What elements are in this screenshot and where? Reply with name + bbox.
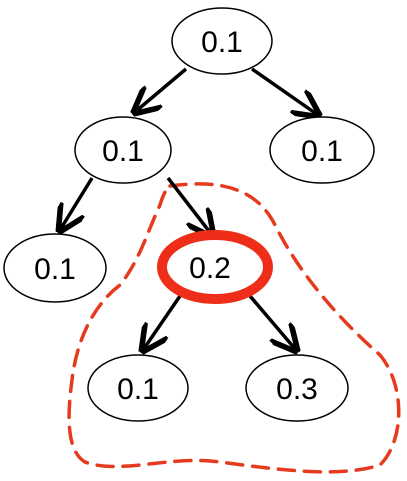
edge-root-left (135, 67, 188, 112)
node-ellipse (87, 354, 189, 422)
node-ellipse (3, 233, 107, 303)
subtree-dashed-outline (67, 182, 401, 474)
node-ellipse (269, 116, 375, 184)
node-label: 0.3 (276, 373, 318, 406)
node-label: 0.1 (117, 373, 159, 406)
edge-left-right-left-right-right (248, 294, 296, 350)
edge-left-left-left (60, 177, 94, 230)
node-ellipse (245, 354, 349, 422)
edges-group (60, 67, 318, 350)
node-label: 0.1 (201, 26, 243, 59)
node-ellipse (74, 116, 172, 184)
edge-root-right (250, 67, 318, 115)
node-label: 0.1 (34, 253, 76, 286)
node-label: 0.1 (301, 135, 343, 168)
edge-left-left-right (166, 176, 212, 235)
tree-node-root: 0.1 (171, 7, 273, 75)
tree-node-left-right-right: 0.3 (245, 354, 349, 422)
node-label: 0.1 (102, 135, 144, 168)
tree-node-left: 0.1 (74, 116, 172, 184)
tree-node-right: 0.1 (269, 116, 375, 184)
node-ellipse (171, 7, 273, 75)
node-ellipse-highlighted (157, 230, 273, 304)
tree-node-left-right-left: 0.1 (87, 354, 189, 422)
node-label: 0.2 (189, 252, 231, 285)
edge-left-right-left-right-left (143, 295, 182, 350)
tree-node-left-right-highlighted: 0.2 (157, 230, 273, 304)
tree-node-left-left: 0.1 (3, 233, 107, 303)
